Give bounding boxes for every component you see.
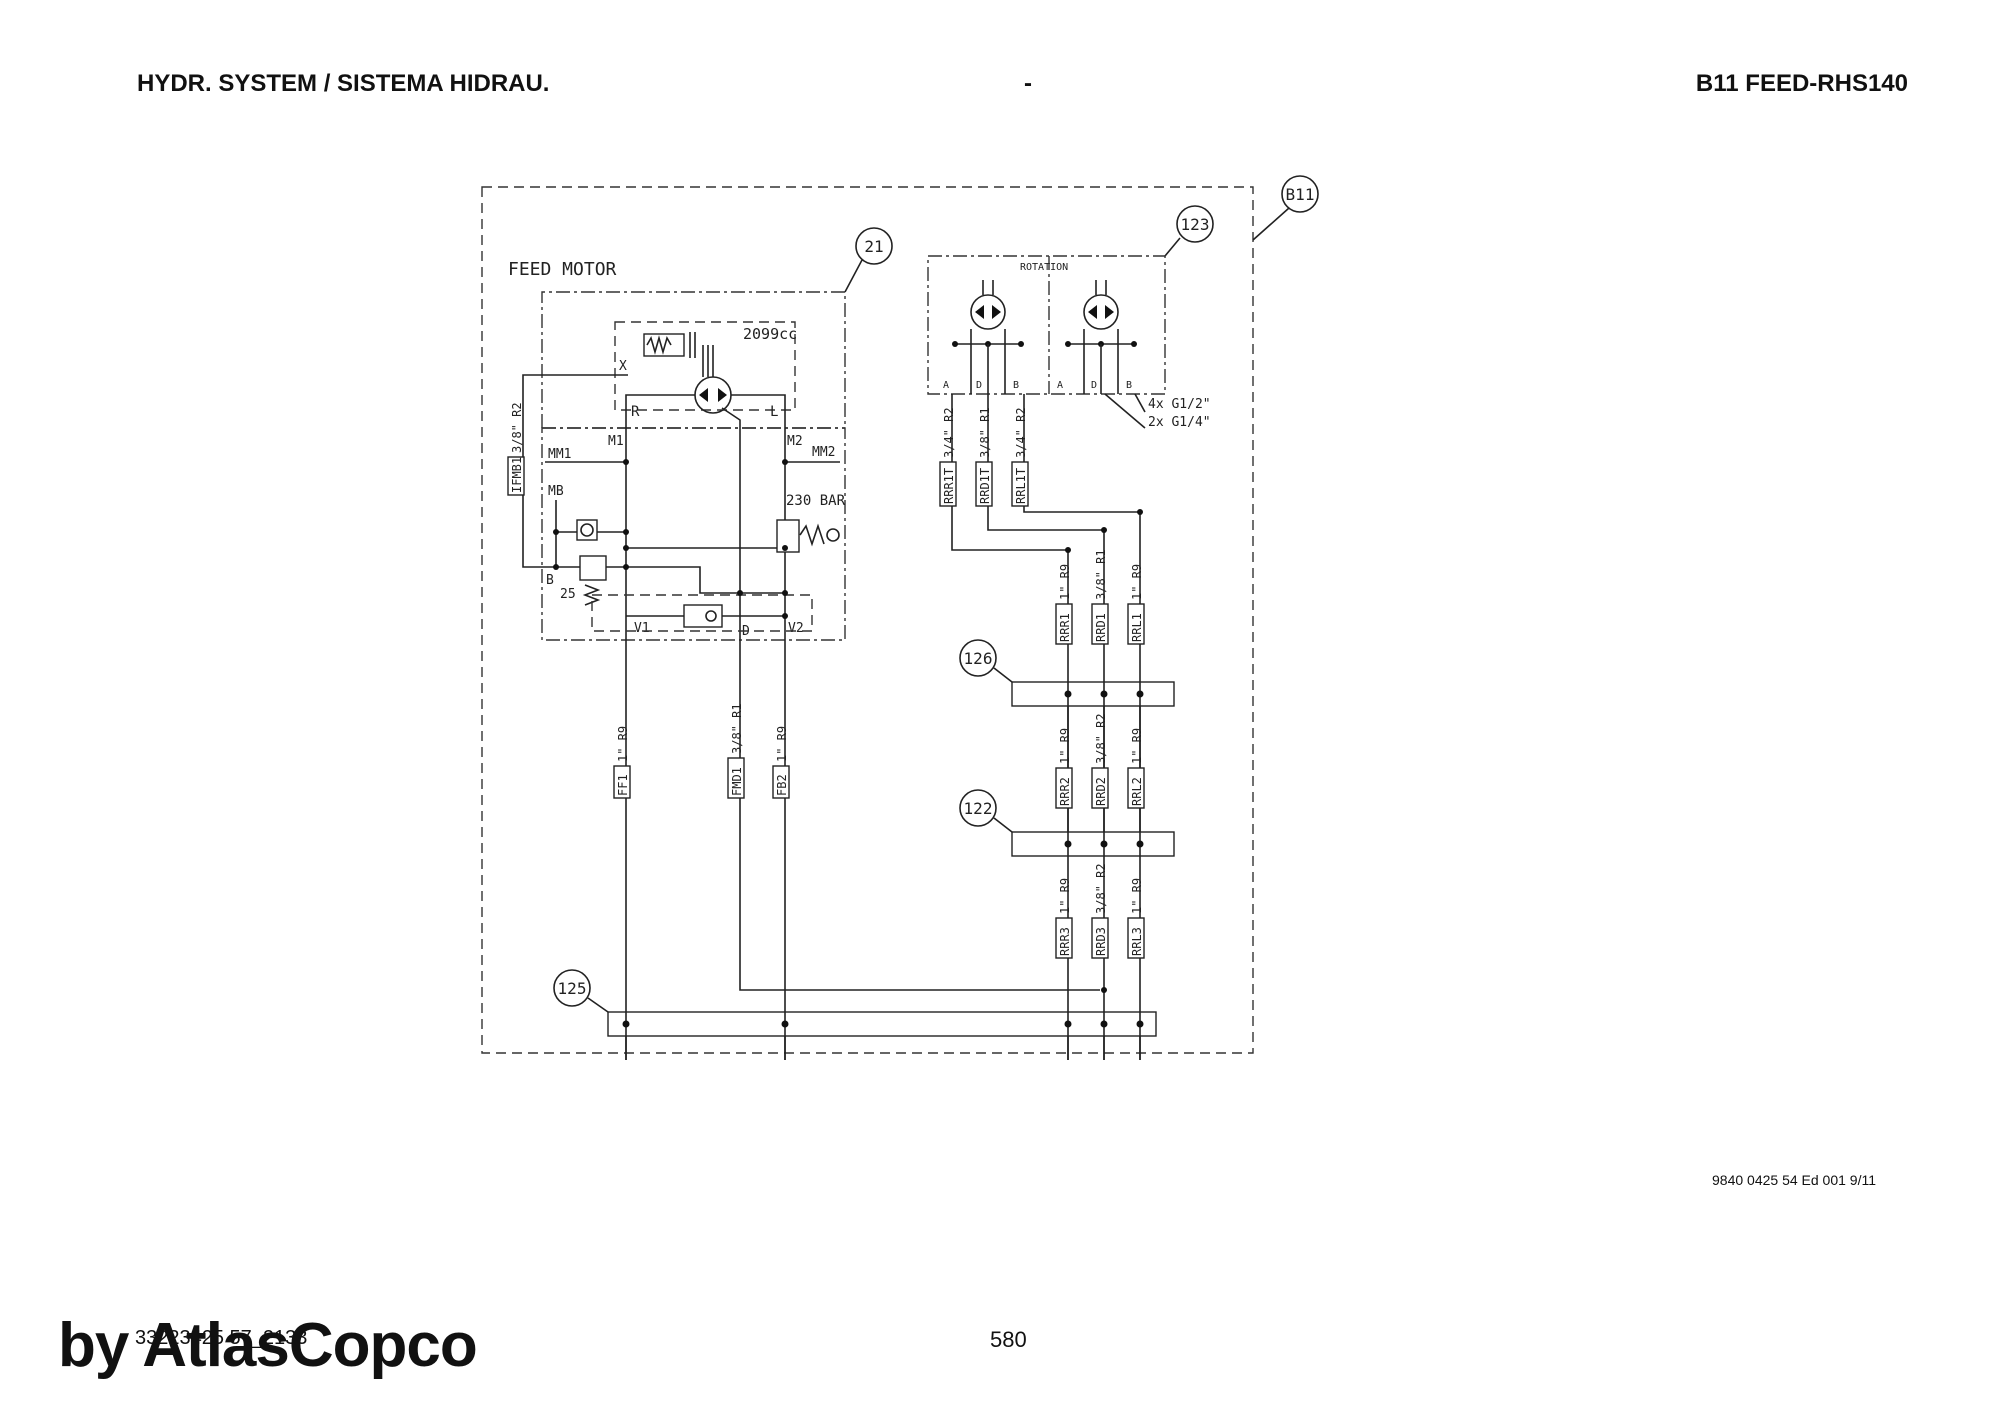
hose-spec-fb2: 1" R9 [775, 726, 789, 762]
port-mm2-label: MM2 [812, 445, 835, 460]
callout-21 [855, 227, 893, 265]
port-mb-label: MB [548, 484, 564, 499]
thread-spec-g14: 2x G1/4" [1148, 415, 1211, 430]
port-m1-label: M1 [608, 434, 624, 449]
port-x-label: X [619, 359, 627, 374]
callout-125 [553, 969, 591, 1007]
document-code: B11 FEED-RHS140 [1695, 70, 1908, 97]
rot2-port-d: D [1091, 380, 1097, 391]
hose-tag-fmb1: IFMB1 [510, 457, 524, 493]
hose-tag-rrr1: RRR1 [1058, 613, 1072, 642]
hose-tag-rrl1t: RRL1T [1014, 468, 1028, 504]
port-v1-label: V1 [634, 621, 650, 636]
motor-unit-envelope [614, 321, 796, 411]
spring-actuator [643, 333, 685, 357]
hose-tag-rrd1: RRD1 [1094, 613, 1108, 642]
hose-tag-rrl2: RRL2 [1130, 777, 1144, 806]
rot1-port-a: A [943, 380, 949, 391]
hose-tag-rrr3: RRR3 [1058, 927, 1072, 956]
hose-spec-rrr1t: 3/4" R2 [942, 407, 956, 458]
callout-122 [959, 789, 997, 827]
hose-tag-rrl3: RRL3 [1130, 927, 1144, 956]
section-title: HYDR. SYSTEM / SISTEMA HIDRAU. [137, 70, 550, 97]
rot2-port-a: A [1057, 380, 1063, 391]
hose-spec-rrl1: 1" R9 [1130, 564, 1144, 600]
callout-123-label: 123 [1181, 215, 1210, 234]
rotation-motor-1 [970, 294, 1006, 330]
callout-125-label: 125 [558, 979, 587, 998]
feed-motor-title: FEED MOTOR [508, 259, 617, 280]
port-mm1-label: MM1 [548, 447, 571, 462]
hose-spec-rrl2: 1" R9 [1130, 728, 1144, 764]
document-reference: 9840 0425 54 Ed 001 9/11 [1712, 1172, 1877, 1188]
relief-valve [776, 519, 800, 553]
b11-boundary [481, 186, 1254, 1054]
hose-tag-rrd2: RRD2 [1094, 777, 1108, 806]
callout-126-label: 126 [964, 649, 993, 668]
header-separator: - [1024, 70, 1032, 97]
port-r-label: R [631, 404, 640, 420]
rot1-port-d: D [976, 380, 982, 391]
feed-motor-envelope [541, 291, 846, 428]
hose-tag-fb2: FB2 [775, 774, 789, 796]
callout-126 [959, 639, 997, 677]
callout-122-label: 122 [964, 799, 993, 818]
brand-watermark: by AtlasCopco [58, 1311, 478, 1380]
rotation-motor-2 [1083, 294, 1119, 330]
thread-spec-g12: 4x G1/2" [1148, 397, 1211, 412]
pressure-valve [579, 555, 607, 581]
hose-spec-rrl3: 1" R9 [1130, 878, 1144, 914]
callout-b11 [1281, 175, 1319, 213]
hose-tag-rrr2: RRR2 [1058, 777, 1072, 806]
hose-spec-rrd1: 3/8" R1 [1094, 549, 1108, 600]
spring-setting-label: 25 [560, 587, 576, 602]
manifold-122 [1011, 831, 1175, 857]
port-m2-label: M2 [787, 434, 803, 449]
relief-pressure-label: 230 BAR [786, 493, 846, 509]
page-number: 580 [990, 1327, 1027, 1352]
hose-spec-rrr1: 1" R9 [1058, 564, 1072, 600]
hose-spec-fmd1: 3/8" R1 [730, 703, 744, 754]
port-v2-label: V2 [788, 621, 804, 636]
rotation-envelope [927, 255, 1166, 395]
hose-spec-ff1: 1" R9 [616, 726, 630, 762]
valve-block-envelope [541, 427, 846, 641]
check-valve [576, 519, 598, 541]
hose-tag-rrd1t: RRD1T [978, 468, 992, 504]
hose-tag-fmd1: FMD1 [730, 767, 744, 796]
hose-spec-rrr2: 1" R9 [1058, 728, 1072, 764]
rotation-title: ROTATION [1020, 262, 1068, 273]
callout-b11-label: B11 [1286, 185, 1315, 204]
hose-tag-rrl1: RRL1 [1130, 613, 1144, 642]
port-l-label: L [770, 404, 778, 420]
hose-spec-rrd3: 3/8" R2 [1094, 863, 1108, 914]
manifold-125 [607, 1011, 1157, 1037]
rot2-port-b: B [1126, 380, 1132, 391]
callout-123 [1176, 205, 1214, 243]
hose-spec-rrd2: 3/8" R2 [1094, 713, 1108, 764]
hose-tag-rrd3: RRD3 [1094, 927, 1108, 956]
rot1-port-b: B [1013, 380, 1019, 391]
manifold-126 [1011, 681, 1175, 707]
hose-spec-rrl1t: 3/4" R2 [1014, 407, 1028, 458]
callout-21-label: 21 [864, 237, 883, 256]
displacement-label: 2099cc [743, 325, 797, 343]
footer-reference: 33223425 57_2133 [135, 1327, 308, 1349]
hose-spec-rrr3: 1" R9 [1058, 878, 1072, 914]
hose-tag-ff1: FF1 [616, 774, 630, 796]
port-b-label: B [546, 573, 554, 588]
hose-spec-fmb1: 3/8" R2 [510, 402, 524, 453]
hose-spec-rrd1t: 3/8" R1 [978, 407, 992, 458]
hose-tag-rrr1t: RRR1T [942, 468, 956, 504]
